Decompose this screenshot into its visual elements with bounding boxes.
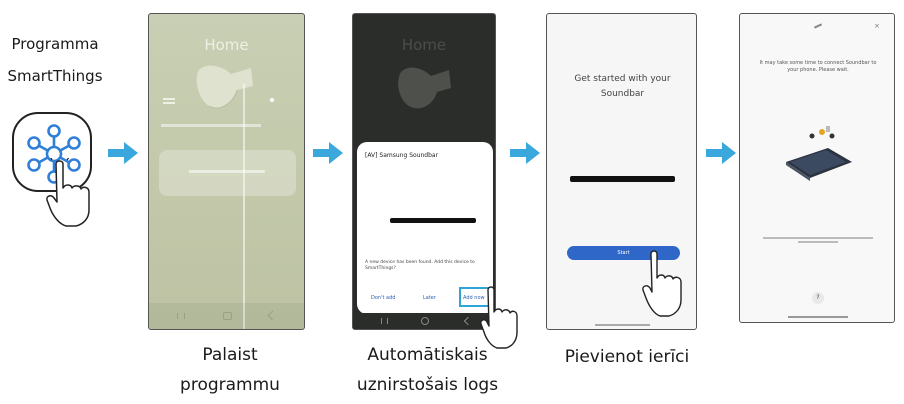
- menu-icon[interactable]: [163, 98, 175, 100]
- tap-hand-icon: [480, 286, 518, 349]
- help-button[interactable]: ?: [812, 292, 824, 304]
- smartthings-logo-icon: [27, 124, 81, 184]
- home-indicator: [595, 324, 650, 326]
- dont-add-button[interactable]: Don't add: [371, 295, 396, 301]
- app-title: Programma SmartThings: [2, 28, 108, 92]
- dialog-message: A new device has been found. Add this de…: [365, 260, 475, 271]
- smartthings-app-icon[interactable]: [12, 112, 92, 192]
- arrow-right-icon: [510, 142, 540, 164]
- arrow-right-icon: [706, 142, 736, 164]
- navigation-bar: [149, 303, 304, 329]
- dialog-title: [AV] Samsung Soundbar: [365, 152, 439, 159]
- phone-connecting-illustration-icon: [786, 126, 852, 181]
- caption-line2: programmu: [180, 375, 280, 395]
- app-title-line1: Programma: [11, 35, 99, 53]
- caption-line2: uznirstošais logs: [356, 375, 499, 395]
- connecting-note: [754, 235, 882, 245]
- caption-line1: Automātiskais: [367, 345, 488, 365]
- home-icon[interactable]: [421, 317, 429, 325]
- background-title: Home: [401, 36, 447, 54]
- later-button[interactable]: Later: [423, 295, 436, 301]
- soundbar-image: [390, 218, 476, 223]
- step-caption-add-device: Pievienot ierīci: [552, 342, 702, 372]
- caption-line1: Pievienot ierīci: [564, 347, 690, 367]
- phone-screen-home: Home: [148, 13, 305, 330]
- menu-icon-bar: [163, 102, 175, 104]
- step-caption-popup: Automātiskais uznirstošais logs: [340, 340, 515, 400]
- home-icon[interactable]: [223, 312, 232, 320]
- app-title-line2: SmartThings: [7, 67, 103, 85]
- navigation-bar: [353, 313, 495, 329]
- recent-apps-icon[interactable]: [381, 318, 388, 324]
- arrow-right-icon: [313, 142, 343, 164]
- status-text: [161, 124, 261, 127]
- new-device-dialog: [AV] Samsung Soundbar A new device has b…: [357, 142, 493, 314]
- back-icon[interactable]: [463, 316, 473, 326]
- device-illustration-icon: [196, 65, 253, 109]
- card-text: [189, 170, 265, 173]
- phone-screen-connecting: × It may take some time to connect Sound…: [739, 13, 895, 323]
- arrow-right-icon: [108, 142, 138, 164]
- tap-hand-icon: [642, 250, 682, 317]
- caption-line1: Palaist: [202, 345, 258, 365]
- device-card[interactable]: [159, 150, 296, 196]
- screen-title: Home: [204, 36, 249, 54]
- home-indicator: [788, 316, 848, 318]
- back-icon[interactable]: [267, 310, 278, 321]
- tap-hand-icon: [46, 158, 90, 227]
- add-now-button[interactable]: Add now: [463, 295, 485, 301]
- phone-screen-popup: Home [AV] Samsung Soundbar A new device …: [352, 13, 496, 330]
- get-started-title: Get started with your Soundbar: [574, 74, 671, 99]
- soundbar-image: [570, 176, 675, 182]
- more-options-icon[interactable]: [270, 98, 274, 102]
- back-icon[interactable]: [813, 23, 823, 29]
- close-icon[interactable]: ×: [874, 22, 880, 30]
- device-illustration-icon: [398, 67, 451, 109]
- step-caption-launch: Palaist programmu: [150, 340, 310, 400]
- recent-apps-icon[interactable]: [177, 313, 185, 319]
- divider: [243, 84, 245, 329]
- connecting-message: It may take some time to connect Soundba…: [759, 60, 877, 73]
